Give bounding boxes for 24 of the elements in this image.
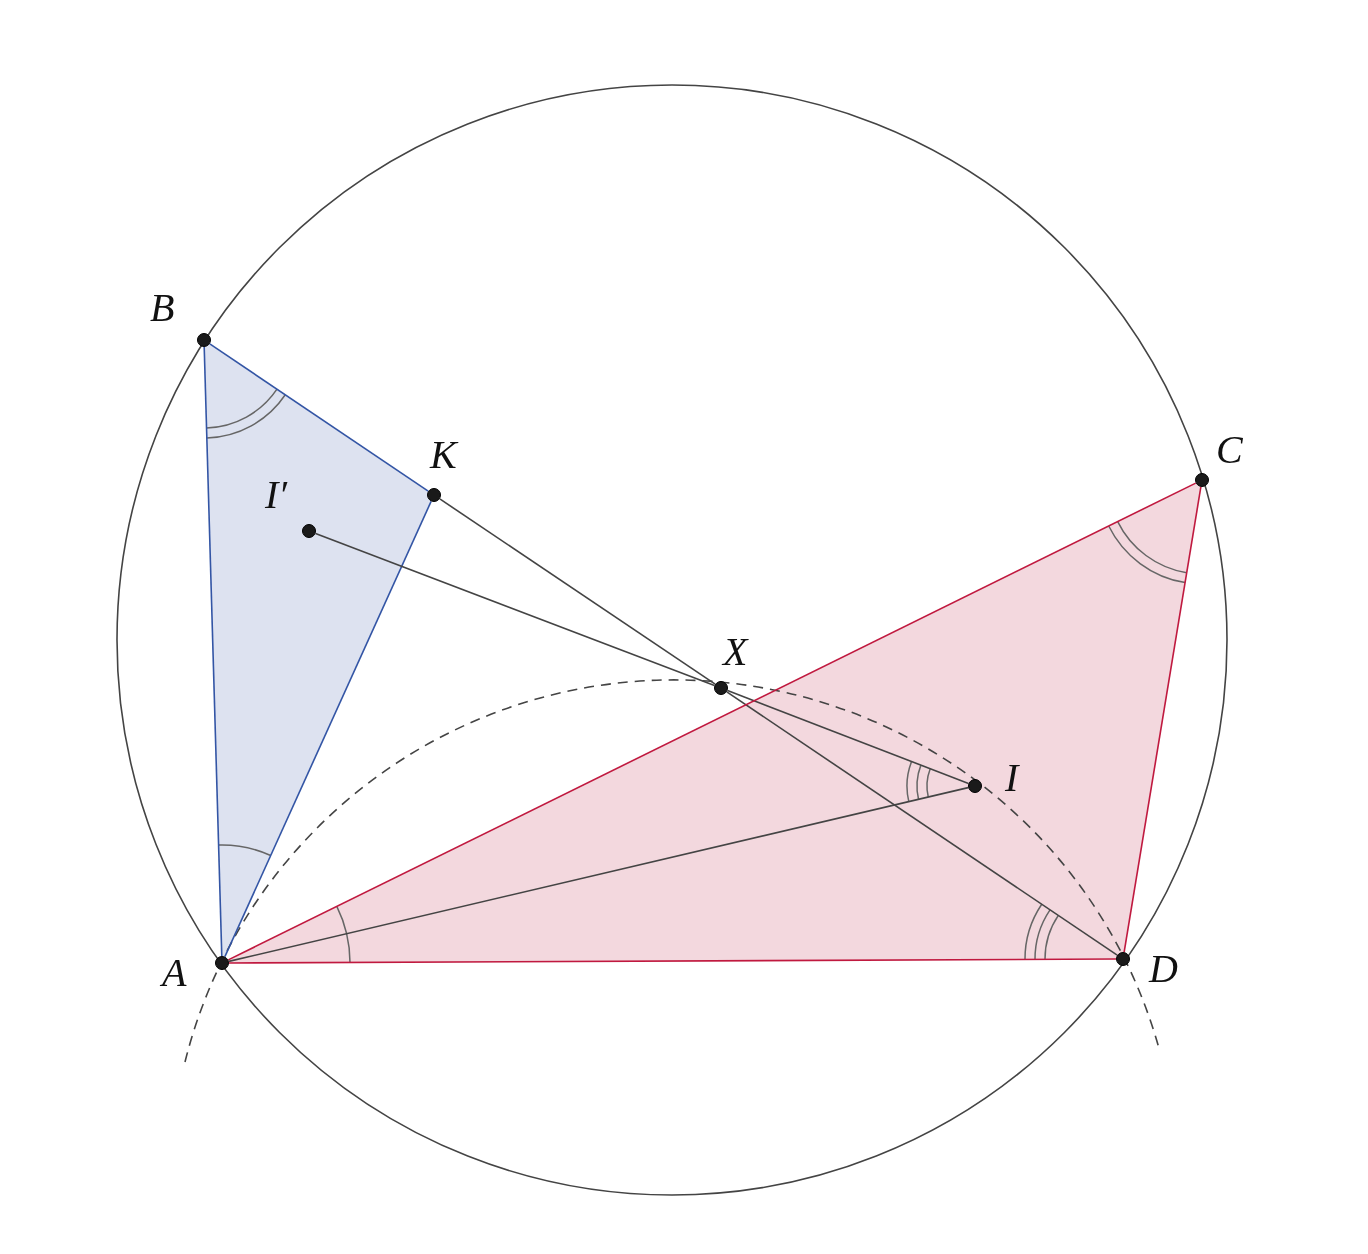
line-segment [439, 498, 716, 685]
point-dot [215, 956, 229, 970]
line-segment [209, 343, 429, 492]
line-segment [224, 500, 432, 958]
point-label: I [1005, 758, 1019, 798]
line-segment [726, 691, 1118, 956]
line-segment [1123, 486, 1202, 953]
line-segment [228, 958, 1117, 964]
point-label: X [723, 632, 748, 672]
line-segment [726, 689, 970, 785]
line-segment [203, 346, 223, 957]
point-label: I′ [265, 475, 288, 515]
line-segment [314, 532, 716, 687]
point-dot [427, 488, 441, 502]
point-label: C [1216, 430, 1243, 470]
point-label: K [430, 435, 457, 475]
point-label: D [1149, 949, 1178, 989]
line-segment [228, 786, 969, 963]
point-dot [1195, 473, 1209, 487]
point-dot [1116, 952, 1130, 966]
point-label: A [162, 953, 187, 993]
point-dot [197, 333, 211, 347]
point-label: B [150, 288, 175, 328]
point-dot [714, 681, 728, 695]
